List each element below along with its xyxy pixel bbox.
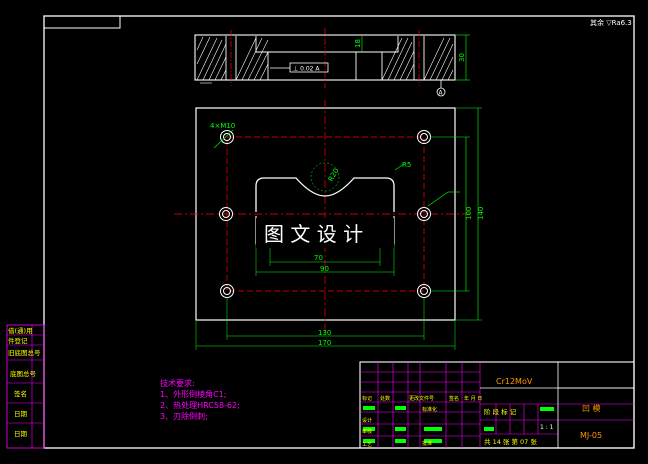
dim-70: 70 [314, 254, 323, 262]
plan-view: 4×M10 R5 R20 70 90 130 170 100 [174, 100, 485, 350]
svg-text:批准: 批准 [422, 440, 432, 447]
dim-18: 18 [354, 39, 362, 48]
datum-label: A [439, 90, 444, 97]
dim-100: 100 [465, 207, 473, 220]
strip-label-3: 旧底图总号 [8, 348, 41, 357]
watermark-text: 图 文 设 计 [264, 222, 363, 246]
strip-label-1: 借(通)用 [8, 326, 33, 335]
drawing-number: MJ-05 [580, 431, 602, 440]
hole-bottom-left [220, 284, 234, 298]
tolerance-frame [289, 62, 329, 73]
strip-label-7: 日期 [14, 430, 28, 438]
drawing-frame [43, 15, 635, 449]
tech-title: 技术要求: [160, 378, 195, 388]
dim-130: 130 [318, 329, 331, 337]
hatch-left [196, 36, 269, 81]
tolerance-text: ⊥ 0.02 A [293, 66, 320, 73]
roughness-note: 其余 ▽Ra6.3 [590, 18, 632, 27]
svg-text:设计: 设计 [362, 417, 372, 424]
strip-label-2: 件登记 [8, 336, 28, 345]
strip-label-6: 日期 [14, 410, 28, 418]
sheet-info: 共 14 张 第 07 张 [484, 437, 537, 446]
die-cavity-upper [255, 177, 395, 212]
svg-text:处数: 处数 [380, 395, 390, 402]
svg-text:工艺: 工艺 [362, 442, 372, 448]
watermark-bg [256, 218, 394, 248]
datum-marker [436, 87, 446, 97]
dim-140: 140 [477, 207, 485, 220]
scale-value: 1 : 1 [540, 424, 554, 431]
svg-text:年 月 日: 年 月 日 [464, 395, 482, 402]
dim-30: 30 [458, 53, 466, 62]
hatch-right [381, 37, 454, 81]
svg-text:更改文件号: 更改文件号 [409, 395, 434, 402]
dim-hole-spec: 4×M10 [210, 122, 235, 130]
hole-mid-left [219, 207, 233, 221]
dim-r20: R20 [327, 167, 341, 183]
hole-mid-right [417, 207, 431, 221]
stage-label: 阶 段 标 记 [484, 407, 517, 416]
section-view: ⊥ 0.02 A 30 18 A [194, 28, 470, 97]
left-strip: 借(通)用 件登记 旧底图总号 底图总号 签名 日期 日期 [6, 324, 45, 449]
dim-170: 170 [318, 339, 331, 347]
title-block: 标记 处数 更改文件号 签名 年 月 日 标准化 设计 审核 工艺 批准 Cr1… [359, 361, 635, 449]
frame-corner-box [44, 16, 121, 29]
svg-text:标准化: 标准化 [422, 406, 437, 413]
dim-r5: R5 [402, 161, 411, 169]
tech-item-3: 3、刃除倒刺; [160, 411, 208, 421]
svg-text:签名: 签名 [449, 395, 459, 402]
hole-top-left [220, 130, 234, 144]
svg-text:标记: 标记 [362, 395, 372, 402]
strip-label-4: 底图总号 [10, 369, 37, 378]
dim-90: 90 [320, 265, 329, 273]
svg-text:审核: 审核 [362, 428, 372, 435]
part-name: 凹 模 [582, 403, 601, 413]
tech-item-2: 2、热处理HRC58-62; [160, 400, 240, 410]
tech-requirements: 技术要求: 1、外形倒棱角C1; 2、热处理HRC58-62; 3、刃除倒刺; [160, 378, 240, 421]
tech-item-1: 1、外形倒棱角C1; [160, 389, 226, 399]
material-text: Cr12MoV [496, 377, 533, 386]
hole-pitch-rectangle [226, 136, 425, 292]
strip-label-5: 签名 [14, 389, 27, 398]
